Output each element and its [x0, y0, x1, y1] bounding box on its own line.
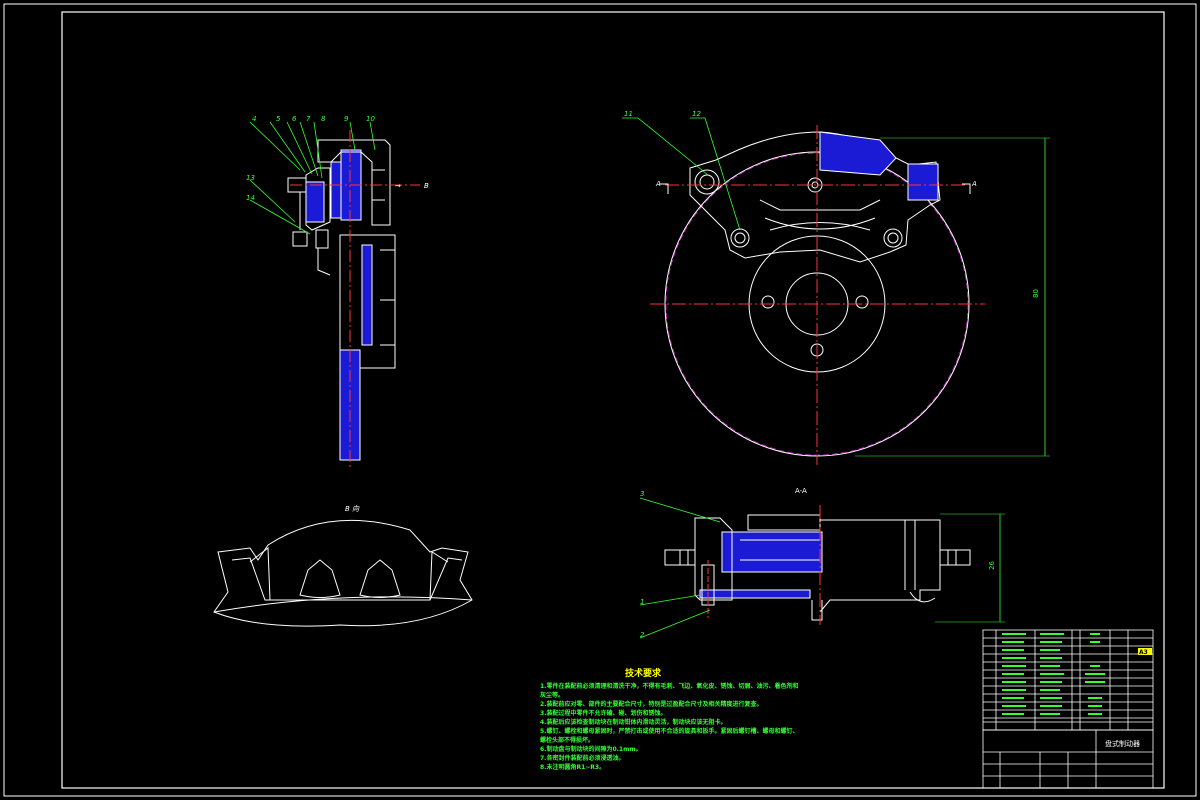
- note-item: 6.制动盘与制动块的间隙为0.1mm。: [540, 746, 642, 753]
- notes-title: 技术要求: [624, 669, 661, 679]
- note-item: 7.各密封件装配前必须浸透油。: [540, 755, 625, 762]
- leader-6: 6: [292, 115, 297, 123]
- leader-7: 7: [306, 115, 311, 123]
- note-item: 1.零件在装配前必须清理和清洗干净，不得有毛刺、飞边、氧化皮、锈蚀、切屑、油污、…: [540, 683, 799, 699]
- section-aa-title: A-A: [795, 487, 807, 495]
- dimension-height: 80: [1032, 289, 1040, 298]
- leader-8: 8: [321, 115, 326, 123]
- leader-14: 14: [246, 194, 255, 202]
- title-tag: A3: [1139, 649, 1148, 656]
- leader-9: 9: [344, 115, 349, 123]
- parts-list-text: [1002, 633, 1105, 715]
- section-mark-a-left: A: [655, 180, 661, 188]
- leader-1: 1: [640, 598, 644, 606]
- leader-13: 13: [246, 174, 255, 182]
- front-view: [622, 117, 1050, 465]
- view-b-title: B 向: [345, 505, 360, 513]
- side-view: [287, 130, 420, 470]
- dimension-section: 26: [988, 561, 996, 570]
- note-item: 5.螺钉、螺栓和螺母紧固时，严禁打击或使用不合适的旋具和扳手。紧固后螺钉槽、螺母…: [540, 728, 799, 744]
- note-item: 4.装配后应该检查制动块在制动钳体内滑动灵活，制动块应该无阻卡。: [540, 719, 727, 726]
- arrow-b-mark: →: [395, 182, 401, 190]
- drawing-frame: [61, 11, 1165, 789]
- leader-4: 4: [252, 115, 256, 123]
- leader-11: 11: [624, 110, 633, 118]
- leader-2: 2: [640, 631, 645, 639]
- leader-5: 5: [276, 115, 281, 123]
- side-view-labels: 4 5 6 7 8 9 10 13 14: [246, 115, 375, 202]
- side-view-leaders: [249, 121, 376, 235]
- section-aa-view: [639, 497, 1005, 639]
- leader-10: 10: [366, 115, 375, 123]
- title-tag-box: [1138, 648, 1152, 655]
- section-mark-a-right: A: [971, 180, 977, 188]
- note-item: 3.装配过程中零件不允许磕、碰、划伤和锈蚀。: [540, 710, 667, 717]
- outer-border: [3, 3, 1197, 797]
- leader-3: 3: [640, 490, 644, 498]
- leader-12: 12: [692, 110, 701, 118]
- note-item: 2.装配前应对零、部件的主要配合尺寸，特别是过盈配合尺寸及相关精度进行复查。: [540, 701, 763, 708]
- view-b: [213, 519, 473, 627]
- arrow-b-label: B: [424, 182, 429, 190]
- title-block: [982, 629, 1154, 789]
- drawing-name: 盘式制动器: [1105, 739, 1140, 748]
- technical-notes: 1.零件在装配前必须清理和清洗干净，不得有毛刺、飞边、氧化皮、锈蚀、切屑、油污、…: [540, 682, 800, 772]
- note-item: 8.未注明圆角R1~R3。: [540, 764, 606, 771]
